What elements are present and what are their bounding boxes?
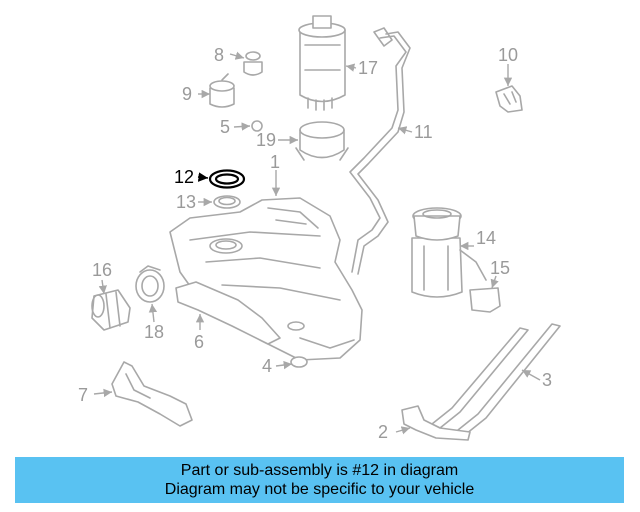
part-10-connector	[495, 85, 523, 113]
banner-line-disclaimer: Diagram may not be specific to your vehi…	[164, 481, 475, 498]
callout-11: 11	[414, 122, 433, 142]
callout-16: 16	[92, 260, 112, 280]
part-19-bracket	[295, 121, 349, 161]
callout-8: 8	[214, 45, 224, 65]
part-3-straps	[431, 323, 561, 435]
callout-17: 17	[358, 58, 378, 78]
part-15-float	[469, 287, 501, 313]
callout-13: 13	[176, 192, 196, 212]
part-13-gasket	[213, 195, 241, 209]
info-banner: Part or sub-assembly is #12 in diagram D…	[15, 457, 624, 503]
callout-4: 4	[262, 356, 272, 376]
part-6-heat-shield	[175, 281, 281, 345]
callout-3: 3	[542, 370, 552, 390]
callout-6: 6	[194, 332, 204, 352]
leader-lines	[93, 51, 541, 435]
part-11-vent-line	[349, 27, 411, 275]
part-8-cap	[243, 51, 263, 76]
callout-labels: 1 2 3 4 5 6 7 8 9 10 11 12 13 14 15 16 1…	[78, 45, 552, 442]
callout-9: 9	[182, 84, 192, 104]
callout-7: 7	[78, 385, 88, 405]
parts-diagram: 1 2 3 4 5 6 7 8 9 10 11 12 13 14 15 16 1…	[78, 15, 561, 442]
callout-12: 12	[174, 167, 194, 187]
callout-14: 14	[476, 228, 496, 248]
part-5-clip	[251, 120, 263, 132]
callout-10: 10	[498, 45, 518, 65]
part-2-bracket	[401, 405, 471, 441]
callout-18: 18	[144, 322, 164, 342]
part-12-seal-ring	[208, 169, 246, 189]
part-1-fuel-tank	[169, 197, 363, 361]
callout-2: 2	[378, 422, 388, 442]
part-7-shield-plate	[111, 361, 193, 427]
part-18-clamp	[135, 265, 165, 303]
banner-line-part-number: Part or sub-assembly is #12 in diagram	[180, 462, 459, 479]
part-16-pump	[91, 289, 131, 331]
part-17-fuel-filter	[298, 15, 346, 111]
callout-1: 1	[270, 152, 280, 172]
callout-19: 19	[256, 130, 276, 150]
part-9-valve	[209, 73, 235, 108]
part-4-grommet	[290, 356, 308, 368]
callout-5: 5	[220, 117, 230, 137]
part-14-sending-unit	[411, 207, 487, 298]
callout-15: 15	[490, 258, 510, 278]
